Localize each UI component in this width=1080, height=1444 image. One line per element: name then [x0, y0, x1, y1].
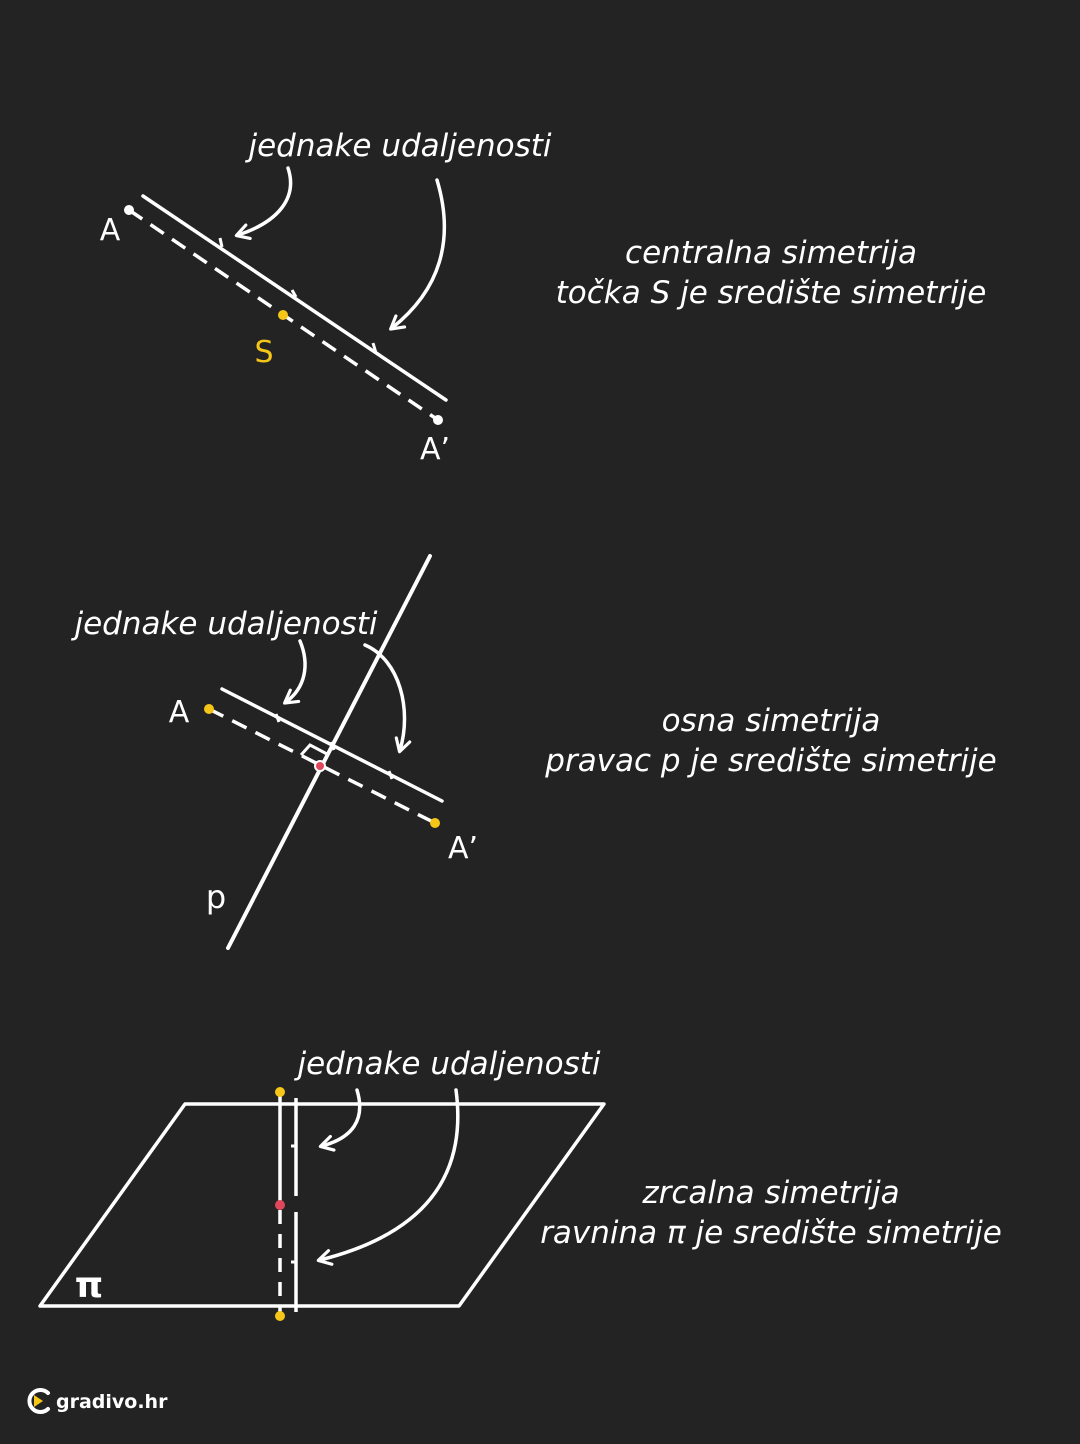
- axial-foot-point: [314, 760, 326, 772]
- axial-title: osna simetrija: [662, 703, 881, 739]
- axial-tick-1: [274, 713, 281, 723]
- mirror-title: zrcalna simetrija: [641, 1175, 899, 1211]
- central-tick-2: [290, 289, 298, 298]
- mirror-plane: [38, 1102, 606, 1308]
- central-title: centralna simetrija: [625, 235, 917, 271]
- mirror-point-top: [275, 1087, 285, 1097]
- mirror-equal-distance-label: jednake udaljenosti: [293, 1046, 600, 1082]
- mirror-plane-label: π: [75, 1265, 103, 1306]
- axial-dashed-segment: [208, 707, 436, 825]
- axial-label-p: p: [206, 878, 226, 916]
- brand-logo-text: gradivo.hr: [56, 1391, 168, 1413]
- mirror-foot-point: [275, 1200, 285, 1210]
- gradivo-logo-icon: [27, 1388, 50, 1414]
- mirror-symmetry-section: jednake udaljenosti π zrcalna simetrija …: [38, 1046, 1002, 1321]
- mirror-subtitle: ravnina π je središte simetrije: [540, 1215, 1002, 1251]
- central-measure-line: [141, 194, 448, 402]
- central-label-s: S: [254, 335, 273, 370]
- mirror-point-bottom: [275, 1311, 285, 1321]
- axial-tick-2: [329, 741, 336, 751]
- axial-label-a-prime: A’: [448, 831, 478, 866]
- axial-arrow-1: [283, 639, 307, 705]
- central-subtitle: točka S je središte simetrije: [556, 275, 987, 311]
- central-tick-1: [218, 237, 224, 248]
- axial-right-angle-marker: [299, 743, 328, 757]
- brand-logo[interactable]: gradivo.hr: [27, 1388, 168, 1414]
- axial-point-a: [204, 704, 214, 714]
- axial-point-a-prime: [430, 818, 440, 828]
- central-tick-3: [371, 342, 378, 354]
- axial-equal-distance-label: jednake udaljenosti: [70, 606, 377, 642]
- axial-axis-line: [226, 554, 432, 950]
- central-label-a-prime: A’: [420, 432, 450, 467]
- axial-subtitle: pravac p je središte simetrije: [544, 743, 996, 779]
- axial-tick-3: [387, 770, 394, 780]
- axial-label-a: A: [169, 695, 190, 730]
- mirror-arrow-1: [318, 1088, 362, 1152]
- central-equal-distance-label: jednake udaljenosti: [244, 128, 551, 164]
- mirror-arrow-2: [316, 1088, 460, 1266]
- central-arrow-1: [234, 166, 293, 240]
- central-point-a-prime: [433, 415, 443, 425]
- central-arrow-2: [389, 178, 447, 331]
- central-label-a: A: [100, 213, 121, 248]
- axial-symmetry-section: jednake udaljenosti A A’ p osna simetrij…: [70, 554, 997, 950]
- central-point-s: [278, 310, 288, 320]
- central-point-a: [124, 205, 134, 215]
- axial-arrow-2: [363, 643, 412, 754]
- central-symmetry-section: jednake udaljenosti A A’ S centralna sim…: [100, 128, 987, 467]
